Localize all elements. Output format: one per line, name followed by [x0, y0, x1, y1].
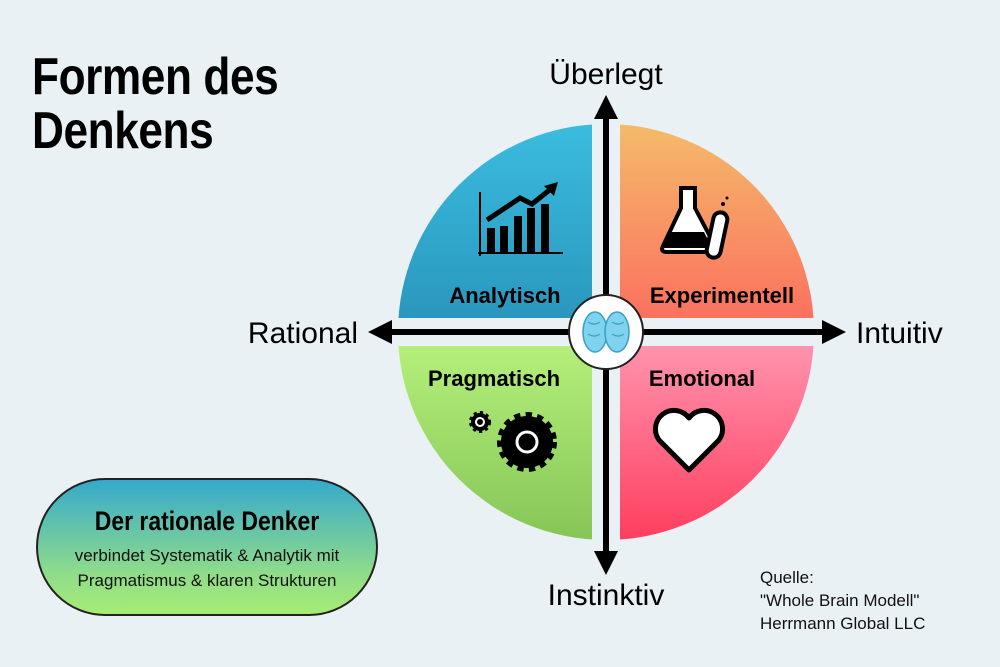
- summary-box: Der rationale Denker verbindet Systemati…: [36, 478, 378, 616]
- source-line-1: Quelle:: [760, 568, 814, 587]
- axis-label-right: Intuitiv: [856, 317, 943, 350]
- page-title: Formen des Denkens: [32, 48, 279, 160]
- title-line-2: Denkens: [32, 102, 214, 160]
- bar-chart-icon: [478, 182, 563, 256]
- summary-heading: Der rationale Denker: [94, 506, 320, 536]
- source-line-2: "Whole Brain Modell": [760, 591, 920, 610]
- title-line-1: Formen des: [32, 48, 279, 106]
- lab-flask-icon: [660, 186, 730, 260]
- gears-icon: [469, 411, 557, 472]
- heart-icon: [652, 407, 726, 473]
- quadrant-label-experimentell: Experimentell: [650, 283, 794, 308]
- source-line-3: Herrmann Global LLC: [760, 614, 926, 633]
- quadrant-label-analytisch: Analytisch: [449, 283, 560, 308]
- brain-icon: [568, 294, 644, 370]
- source-note: Quelle: "Whole Brain Modell" Herrmann Gl…: [760, 566, 925, 635]
- axis-label-top: Überlegt: [549, 58, 663, 91]
- quadrant-label-pragmatisch: Pragmatisch: [428, 366, 560, 391]
- summary-line-2: Pragmatismus & klaren Strukturen: [77, 571, 337, 590]
- axis-label-bottom: Instinktiv: [548, 579, 665, 612]
- axis-label-left: Rational: [248, 317, 358, 350]
- quadrant-label-emotional: Emotional: [649, 366, 755, 391]
- summary-line-1: verbindet Systematik & Analytik mit: [74, 546, 340, 565]
